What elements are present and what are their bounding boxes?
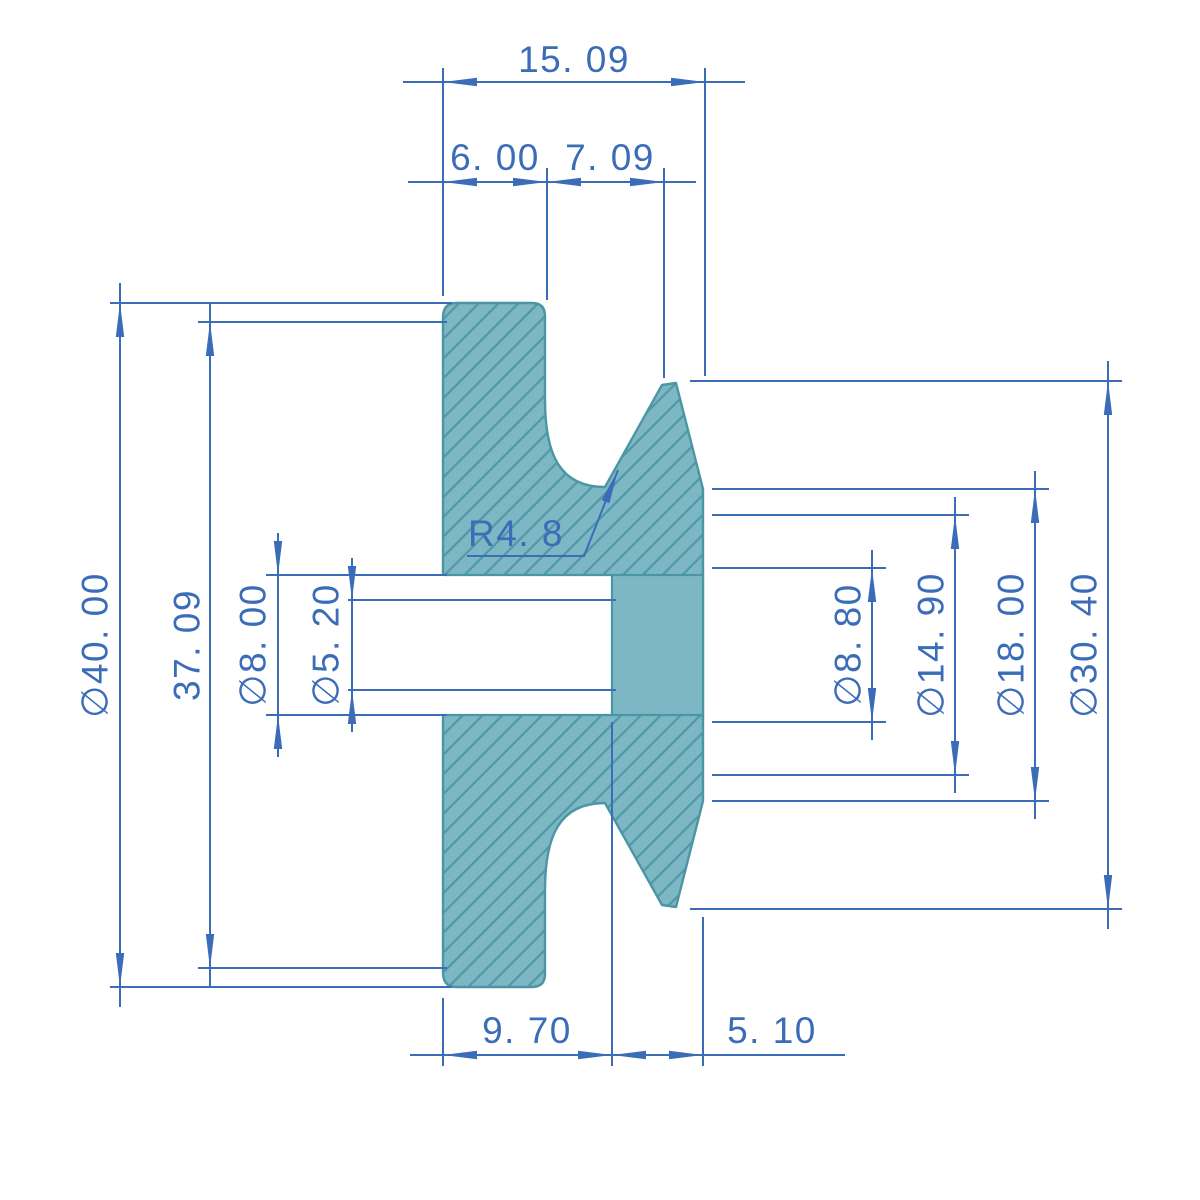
- dimensions: 15. 09 6. 00 7. 09 ∅40. 00: [75, 39, 1122, 1066]
- part: [440, 301, 705, 989]
- dim-step-width: 5. 10: [612, 917, 817, 1066]
- dim-boss-diameter-label: ∅14. 90: [911, 572, 952, 718]
- dim-outer-diameter: ∅40. 00: [75, 283, 452, 1007]
- dim-overall-width-label: 15. 09: [518, 39, 630, 80]
- dim-groove-width: 7. 09: [547, 137, 665, 378]
- dim-outer-diameter-label: ∅40. 00: [75, 572, 116, 718]
- dim-right-flange-diameter-label: ∅30. 40: [1064, 572, 1105, 718]
- dim-flange-width-label: 6. 00: [450, 137, 540, 178]
- bore-cavity: [440, 575, 612, 715]
- dim-counterbore-diameter-label: ∅8. 80: [828, 583, 869, 707]
- dim-groove-width-label: 7. 09: [565, 137, 655, 178]
- dim-bore-diameter-label: ∅8. 00: [233, 583, 274, 707]
- dim-small-bore-diameter-label: ∅5. 20: [306, 583, 347, 707]
- dim-boss-diameter: ∅14. 90: [712, 497, 969, 793]
- dim-bore-depth-label: 9. 70: [482, 1010, 572, 1051]
- dim-face-diameter-label: 37. 09: [167, 589, 208, 701]
- dim-step-width-label: 5. 10: [727, 1010, 817, 1051]
- dim-groove-radius-label: R4. 8: [468, 513, 564, 554]
- dim-flange-width: 6. 00: [408, 137, 696, 300]
- dim-face-diameter: 37. 09: [167, 302, 447, 988]
- dim-right-flange-diameter: ∅30. 40: [690, 361, 1122, 929]
- dim-bore-diameter: ∅8. 00: [233, 533, 447, 757]
- dim-hub-diameter-label: ∅18. 00: [991, 572, 1032, 718]
- leader-groove-radius: R4. 8: [467, 469, 619, 557]
- counterbore-face: [610, 573, 705, 717]
- dim-counterbore-diameter: ∅8. 80: [712, 550, 886, 740]
- dim-small-bore-diameter: ∅5. 20: [306, 558, 616, 732]
- dim-hub-diameter: ∅18. 00: [712, 471, 1049, 819]
